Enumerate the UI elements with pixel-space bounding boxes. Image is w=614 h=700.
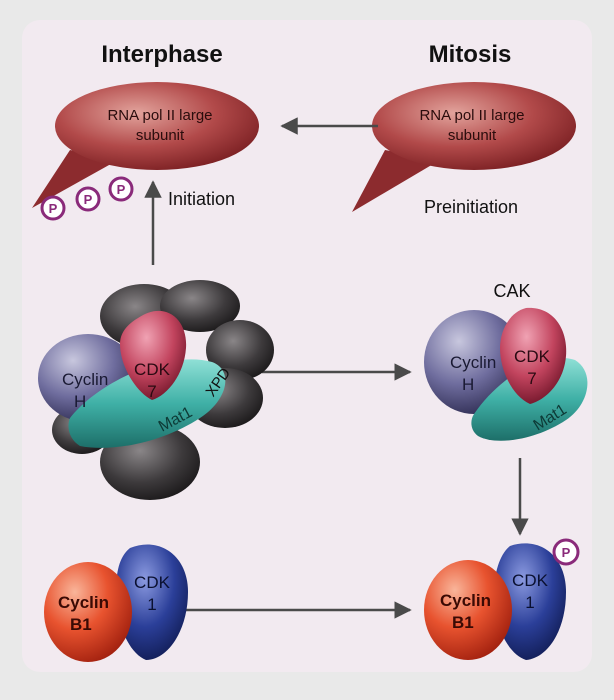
tfiih-complex: Cyclin H CDK 7 Mat1 XPD xyxy=(38,280,274,500)
cdk1-label-line1: CDK xyxy=(512,571,549,590)
cyclin-h-label-line2: H xyxy=(462,375,474,394)
cyclin-b1-label-line2: B1 xyxy=(452,613,474,632)
cyclin-h-label-line1: Cyclin xyxy=(62,370,108,389)
tfiih-core-subunit xyxy=(160,280,240,332)
cdk7-label-line2: 7 xyxy=(527,369,536,388)
rna-pol-interphase-line1: RNA pol II large xyxy=(107,107,212,124)
rna-pol-ii-mitosis: RNA pol II large subunit xyxy=(352,82,576,212)
preinitiation-label: Preinitiation xyxy=(424,197,518,217)
cyclin-h-label-line2: H xyxy=(74,392,86,411)
cdk7-label-line2: 7 xyxy=(147,382,156,401)
phosphate-label: P xyxy=(49,201,58,216)
cdk7-label-line1: CDK xyxy=(514,347,551,366)
phosphate-group-cdk1: P xyxy=(552,538,580,566)
cyclin-b1-label-line1: Cyclin xyxy=(58,593,109,612)
cdk1-label-line2: 1 xyxy=(525,593,534,612)
phosphate-label: P xyxy=(117,182,126,197)
cyclin-h-label-line1: Cyclin xyxy=(450,353,496,372)
phosphate-group-1: P xyxy=(40,195,66,221)
cyclin-b1-label-line2: B1 xyxy=(70,615,92,634)
tfiih-core-subunit xyxy=(206,320,274,380)
cyclin-b1-cdk1-mitosis: Cyclin B1 CDK 1 P xyxy=(424,538,580,660)
cdk7-subunit xyxy=(500,307,567,404)
diagram-panel xyxy=(22,20,592,672)
rna-pol-mitosis-line1: RNA pol II large xyxy=(419,107,524,124)
phosphate-group-3: P xyxy=(108,176,134,202)
cdk1-subunit xyxy=(494,543,566,660)
rna-pol-interphase-line2: subunit xyxy=(136,127,185,144)
mitosis-heading: Mitosis xyxy=(429,41,512,68)
cdk1-label-line1: CDK xyxy=(134,573,171,592)
cdk1-label-line2: 1 xyxy=(147,595,156,614)
phosphate-group-2: P xyxy=(75,186,101,212)
cyclin-b1-subunit xyxy=(44,562,132,662)
initiation-label: Initiation xyxy=(168,189,235,209)
cak-label: CAK xyxy=(493,281,530,301)
rna-pol-ii-interphase: RNA pol II large subunit xyxy=(32,82,259,208)
cyclin-b1-cdk1-interphase: Cyclin B1 CDK 1 xyxy=(44,544,188,662)
mat1-subunit xyxy=(68,359,226,448)
phosphate-label: P xyxy=(84,192,93,207)
cdk1-subunit xyxy=(116,544,188,660)
interphase-heading: Interphase xyxy=(101,41,222,68)
cdk7-subunit xyxy=(120,310,187,400)
rna-pol-mitosis-line2: subunit xyxy=(448,127,497,144)
cdk7-label-line1: CDK xyxy=(134,360,171,379)
cyclin-b1-subunit xyxy=(424,560,512,660)
cak-complex: CAK Cyclin H CDK 7 Mat1 xyxy=(424,281,588,441)
cyclin-b1-label-line1: Cyclin xyxy=(440,591,491,610)
phosphate-label: P xyxy=(562,545,571,560)
